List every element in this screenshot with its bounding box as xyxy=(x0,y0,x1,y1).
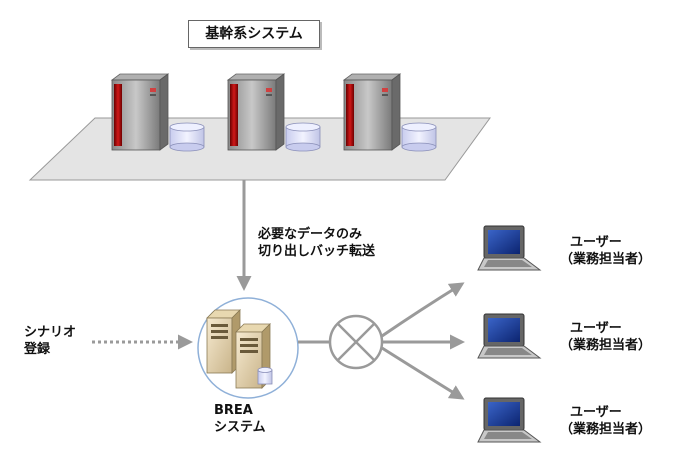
user-label-line2: （業務担当者） xyxy=(560,422,652,437)
transfer-label-line2: 切り出しバッチ転送 xyxy=(258,244,376,259)
brea-label: BREA システム xyxy=(214,402,266,436)
user-label-line1: ユーザー xyxy=(570,405,622,420)
laptop-icon xyxy=(477,313,542,359)
disk-storage-icon xyxy=(401,122,437,152)
scenario-label-line1: シナリオ xyxy=(24,325,77,340)
arrow-to-user-1 xyxy=(381,282,465,338)
scenario-label-line2: 登録 xyxy=(24,342,51,357)
user-label-1: ユーザー （業務担当者） xyxy=(560,234,651,268)
core-system-title: 基幹系システム xyxy=(205,25,303,42)
user-label-line2: （業務担当者） xyxy=(560,252,652,267)
mainframe-server-icon xyxy=(342,73,402,151)
user-label-line2: （業務担当者） xyxy=(560,338,652,353)
transfer-label-line1: 必要なデータのみ xyxy=(258,227,363,242)
brea-server-icon xyxy=(206,309,273,389)
laptop-icon xyxy=(477,225,542,271)
disk-storage-icon xyxy=(169,122,205,152)
brea-label-line2: システム xyxy=(214,420,266,435)
laptop-icon xyxy=(477,397,542,443)
distribution-node-icon xyxy=(328,314,384,370)
arrow-to-user-3 xyxy=(381,346,465,400)
mainframe-server-icon xyxy=(226,73,286,151)
user-label-line1: ユーザー xyxy=(570,235,622,250)
user-label-line1: ユーザー xyxy=(570,321,622,336)
scenario-label: シナリオ 登録 xyxy=(24,324,76,358)
disk-storage-icon xyxy=(285,122,321,152)
brea-label-line1: BREA xyxy=(214,403,253,418)
user-label-2: ユーザー （業務担当者） xyxy=(560,320,651,354)
user-label-3: ユーザー （業務担当者） xyxy=(560,404,651,438)
transfer-label: 必要なデータのみ 切り出しバッチ転送 xyxy=(258,226,375,260)
mainframe-server-icon xyxy=(110,73,170,151)
core-system-title-box: 基幹系システム xyxy=(188,20,320,48)
